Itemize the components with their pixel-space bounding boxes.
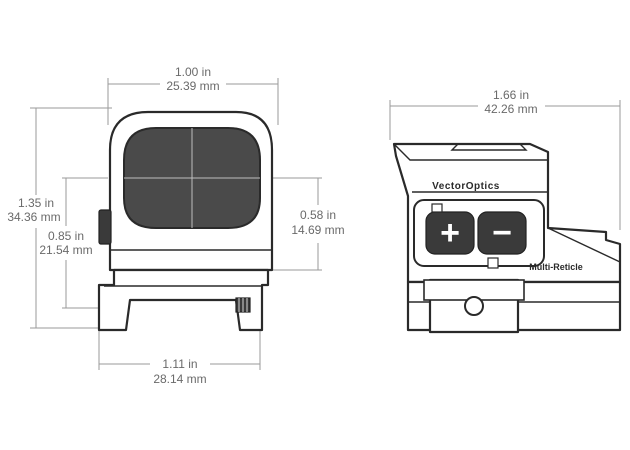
clamp-screw bbox=[235, 297, 251, 313]
front-window-height-mm: 21.54 mm bbox=[39, 243, 92, 257]
front-width-mm: 25.39 mm bbox=[166, 79, 219, 93]
front-right-height-mm: 14.69 mm bbox=[291, 223, 344, 237]
plus-symbol: + bbox=[440, 214, 460, 252]
multi-reticle-label: Multi-Reticle bbox=[529, 262, 583, 272]
side-view: VectorOptics + − Multi-Reticle bbox=[389, 100, 622, 334]
side-length-mm: 42.26 mm bbox=[484, 102, 537, 116]
minus-symbol: − bbox=[492, 214, 512, 252]
side-length-in: 1.66 in bbox=[493, 88, 529, 102]
front-base-width-in: 1.11 in bbox=[162, 357, 197, 371]
mount-screw bbox=[464, 296, 484, 316]
front-width-in: 1.00 in bbox=[175, 65, 211, 79]
front-base-width-mm: 28.14 mm bbox=[153, 372, 206, 386]
minus-button[interactable] bbox=[477, 211, 527, 255]
front-view bbox=[30, 78, 322, 370]
front-right-height-in: 0.58 in bbox=[300, 208, 336, 222]
dimension-labels: 1.00 in 25.39 mm 1.35 in 34.36 mm 0.85 i… bbox=[7, 65, 537, 386]
front-window-height-in: 0.85 in bbox=[48, 229, 84, 243]
front-height-mm: 34.36 mm bbox=[7, 210, 60, 224]
front-height-in: 1.35 in bbox=[18, 196, 54, 210]
brand-label: VectorOptics bbox=[432, 181, 500, 192]
front-side-knob bbox=[98, 209, 112, 245]
plus-button[interactable] bbox=[425, 211, 475, 255]
